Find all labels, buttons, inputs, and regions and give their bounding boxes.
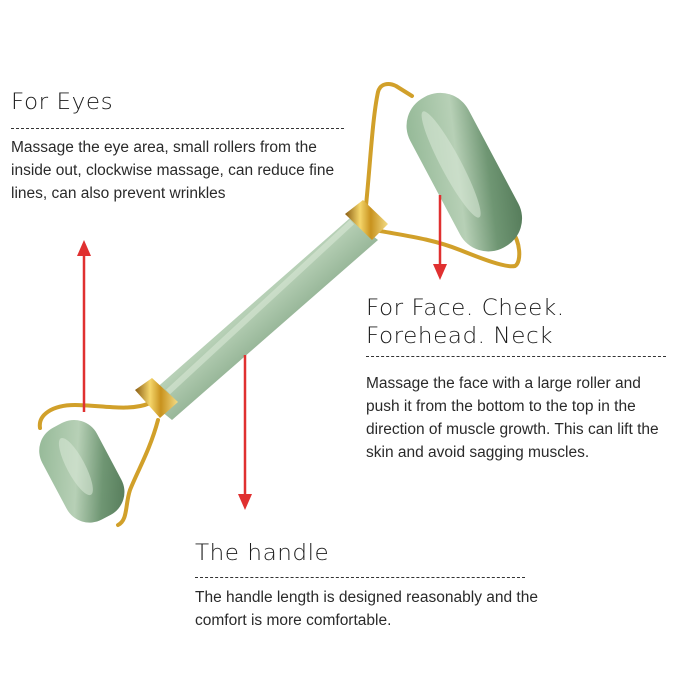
face-heading-line1: For Face. Cheek. bbox=[366, 296, 565, 321]
arrow-eyes-up-icon bbox=[77, 240, 91, 412]
face-heading-line2: Forehead. Neck bbox=[366, 324, 554, 349]
gold-collar-top bbox=[345, 200, 388, 240]
small-roller bbox=[39, 419, 125, 523]
handle-description: The handle length is designed reasonably… bbox=[195, 589, 538, 629]
arrow-face-down-icon bbox=[433, 195, 447, 280]
large-roller bbox=[406, 92, 523, 252]
small-roller-frame bbox=[37, 401, 160, 527]
face-divider bbox=[366, 356, 666, 357]
large-roller-frame bbox=[363, 82, 522, 269]
face-description: Massage the face with a large roller and… bbox=[366, 375, 659, 461]
eyes-divider bbox=[11, 128, 344, 129]
eyes-heading: For Eyes bbox=[11, 90, 114, 115]
arrow-handle-down-icon bbox=[238, 355, 252, 510]
gold-collar-bottom bbox=[135, 378, 178, 418]
handle-divider bbox=[195, 577, 525, 578]
eyes-description: Massage the eye area, small rollers from… bbox=[11, 139, 335, 202]
handle-body bbox=[145, 218, 378, 420]
handle-heading: The handle bbox=[195, 541, 330, 566]
